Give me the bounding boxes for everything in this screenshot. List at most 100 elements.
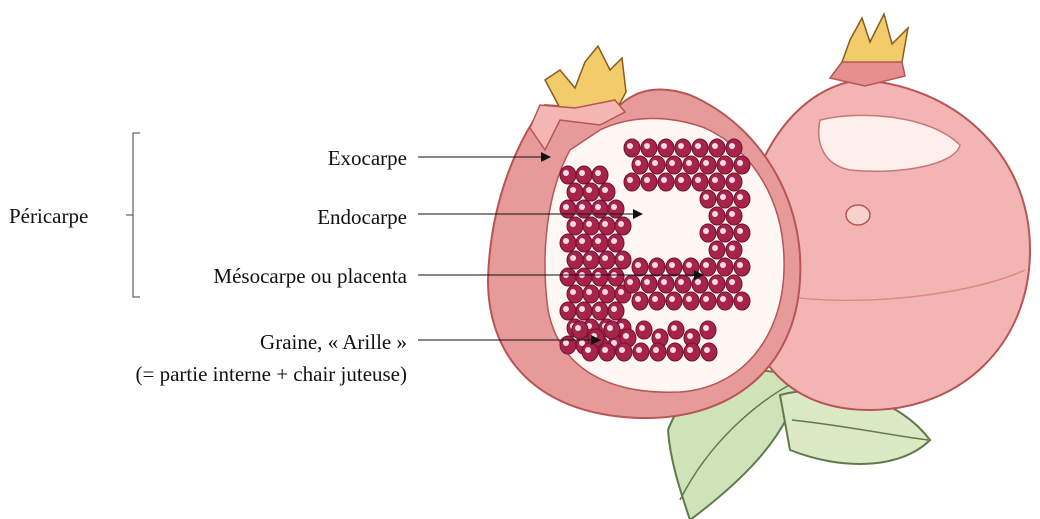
aril-highlight bbox=[703, 160, 709, 166]
pericarp-bracket bbox=[126, 133, 140, 297]
aril-highlight bbox=[687, 333, 693, 339]
aril-highlight bbox=[729, 245, 735, 251]
aril-highlight bbox=[602, 255, 608, 261]
aril-highlight bbox=[611, 238, 617, 244]
aril-highlight bbox=[627, 177, 633, 183]
aril-highlight bbox=[602, 347, 608, 353]
aril-highlight bbox=[563, 204, 569, 210]
aril-highlight bbox=[652, 262, 658, 268]
aril-highlight bbox=[585, 347, 591, 353]
aril-highlight bbox=[579, 306, 585, 312]
aril-highlight bbox=[678, 279, 684, 285]
aril-highlight bbox=[737, 228, 743, 234]
aril-highlight bbox=[611, 204, 617, 210]
aril-highlight bbox=[619, 347, 625, 353]
aril-highlight bbox=[678, 177, 684, 183]
label-pericarpe: Péricarpe bbox=[9, 204, 88, 228]
aril-highlight bbox=[623, 333, 629, 339]
label-graine-line1: Graine, « Arille » bbox=[260, 330, 407, 354]
aril-highlight bbox=[695, 143, 701, 149]
aril-highlight bbox=[686, 262, 692, 268]
aril-highlight bbox=[661, 177, 667, 183]
aril-highlight bbox=[669, 296, 675, 302]
aril-highlight bbox=[595, 204, 601, 210]
aril-highlight bbox=[591, 333, 597, 339]
aril-highlight bbox=[729, 211, 735, 217]
aril-highlight bbox=[661, 143, 667, 149]
aril-highlight bbox=[655, 333, 661, 339]
aril-highlight bbox=[635, 262, 641, 268]
aril-highlight bbox=[563, 306, 569, 312]
aril-highlight bbox=[607, 325, 613, 331]
aril-highlight bbox=[703, 325, 709, 331]
aril-highlight bbox=[703, 194, 709, 200]
aril-highlight bbox=[678, 143, 684, 149]
aril-highlight bbox=[627, 143, 633, 149]
label-graine-line2: (= partie interne + chair juteuse) bbox=[136, 362, 407, 386]
aril-highlight bbox=[595, 238, 601, 244]
aril-highlight bbox=[720, 228, 726, 234]
aril-highlight bbox=[586, 221, 592, 227]
label-mesocarpe: Mésocarpe ou placenta bbox=[213, 264, 407, 288]
aril-highlight bbox=[618, 289, 624, 295]
aril-highlight bbox=[720, 262, 726, 268]
aril-highlight bbox=[703, 262, 709, 268]
aril-highlight bbox=[720, 160, 726, 166]
aril-highlight bbox=[602, 187, 608, 193]
aril-highlight bbox=[611, 306, 617, 312]
aril-highlight bbox=[653, 347, 659, 353]
cut-pomegranate bbox=[488, 46, 800, 418]
aril-highlight bbox=[729, 279, 735, 285]
aril-highlight bbox=[712, 245, 718, 251]
aril-highlight bbox=[737, 262, 743, 268]
aril-highlight bbox=[586, 255, 592, 261]
aril-highlight bbox=[686, 160, 692, 166]
aril-highlight bbox=[635, 296, 641, 302]
aril-highlight bbox=[712, 211, 718, 217]
aril-highlight bbox=[636, 347, 642, 353]
aril-highlight bbox=[652, 296, 658, 302]
aril-highlight bbox=[579, 170, 585, 176]
aril-highlight bbox=[720, 296, 726, 302]
aril-highlight bbox=[703, 228, 709, 234]
aril-highlight bbox=[652, 160, 658, 166]
aril-highlight bbox=[618, 255, 624, 261]
aril-highlight bbox=[595, 170, 601, 176]
aril-highlight bbox=[671, 325, 677, 331]
aril-highlight bbox=[627, 279, 633, 285]
aril-highlight bbox=[704, 347, 710, 353]
aril-highlight bbox=[729, 177, 735, 183]
aril-highlight bbox=[720, 194, 726, 200]
aril-highlight bbox=[618, 221, 624, 227]
label-endocarpe: Endocarpe bbox=[317, 205, 407, 229]
aril-highlight bbox=[579, 238, 585, 244]
aril-highlight bbox=[639, 325, 645, 331]
aril-highlight bbox=[712, 143, 718, 149]
aril-highlight bbox=[570, 187, 576, 193]
aril-highlight bbox=[703, 296, 709, 302]
aril-highlight bbox=[635, 160, 641, 166]
aril-highlight bbox=[670, 347, 676, 353]
aril-highlight bbox=[644, 177, 650, 183]
aril-highlight bbox=[602, 289, 608, 295]
aril-highlight bbox=[695, 177, 701, 183]
aril-highlight bbox=[586, 289, 592, 295]
aril-highlight bbox=[712, 177, 718, 183]
aril-highlight bbox=[579, 204, 585, 210]
aril-highlight bbox=[579, 340, 585, 346]
aril-highlight bbox=[570, 289, 576, 295]
aril-highlight bbox=[686, 296, 692, 302]
label-exocarpe: Exocarpe bbox=[328, 146, 407, 170]
aril-highlight bbox=[570, 221, 576, 227]
aril-highlight bbox=[669, 160, 675, 166]
aril-highlight bbox=[586, 187, 592, 193]
aril-highlight bbox=[602, 221, 608, 227]
aril-highlight bbox=[575, 325, 581, 331]
aril-highlight bbox=[661, 279, 667, 285]
aril-highlight bbox=[644, 279, 650, 285]
aril-highlight bbox=[595, 306, 601, 312]
aril-highlight bbox=[563, 340, 569, 346]
aril-highlight bbox=[687, 347, 693, 353]
aril-highlight bbox=[563, 170, 569, 176]
